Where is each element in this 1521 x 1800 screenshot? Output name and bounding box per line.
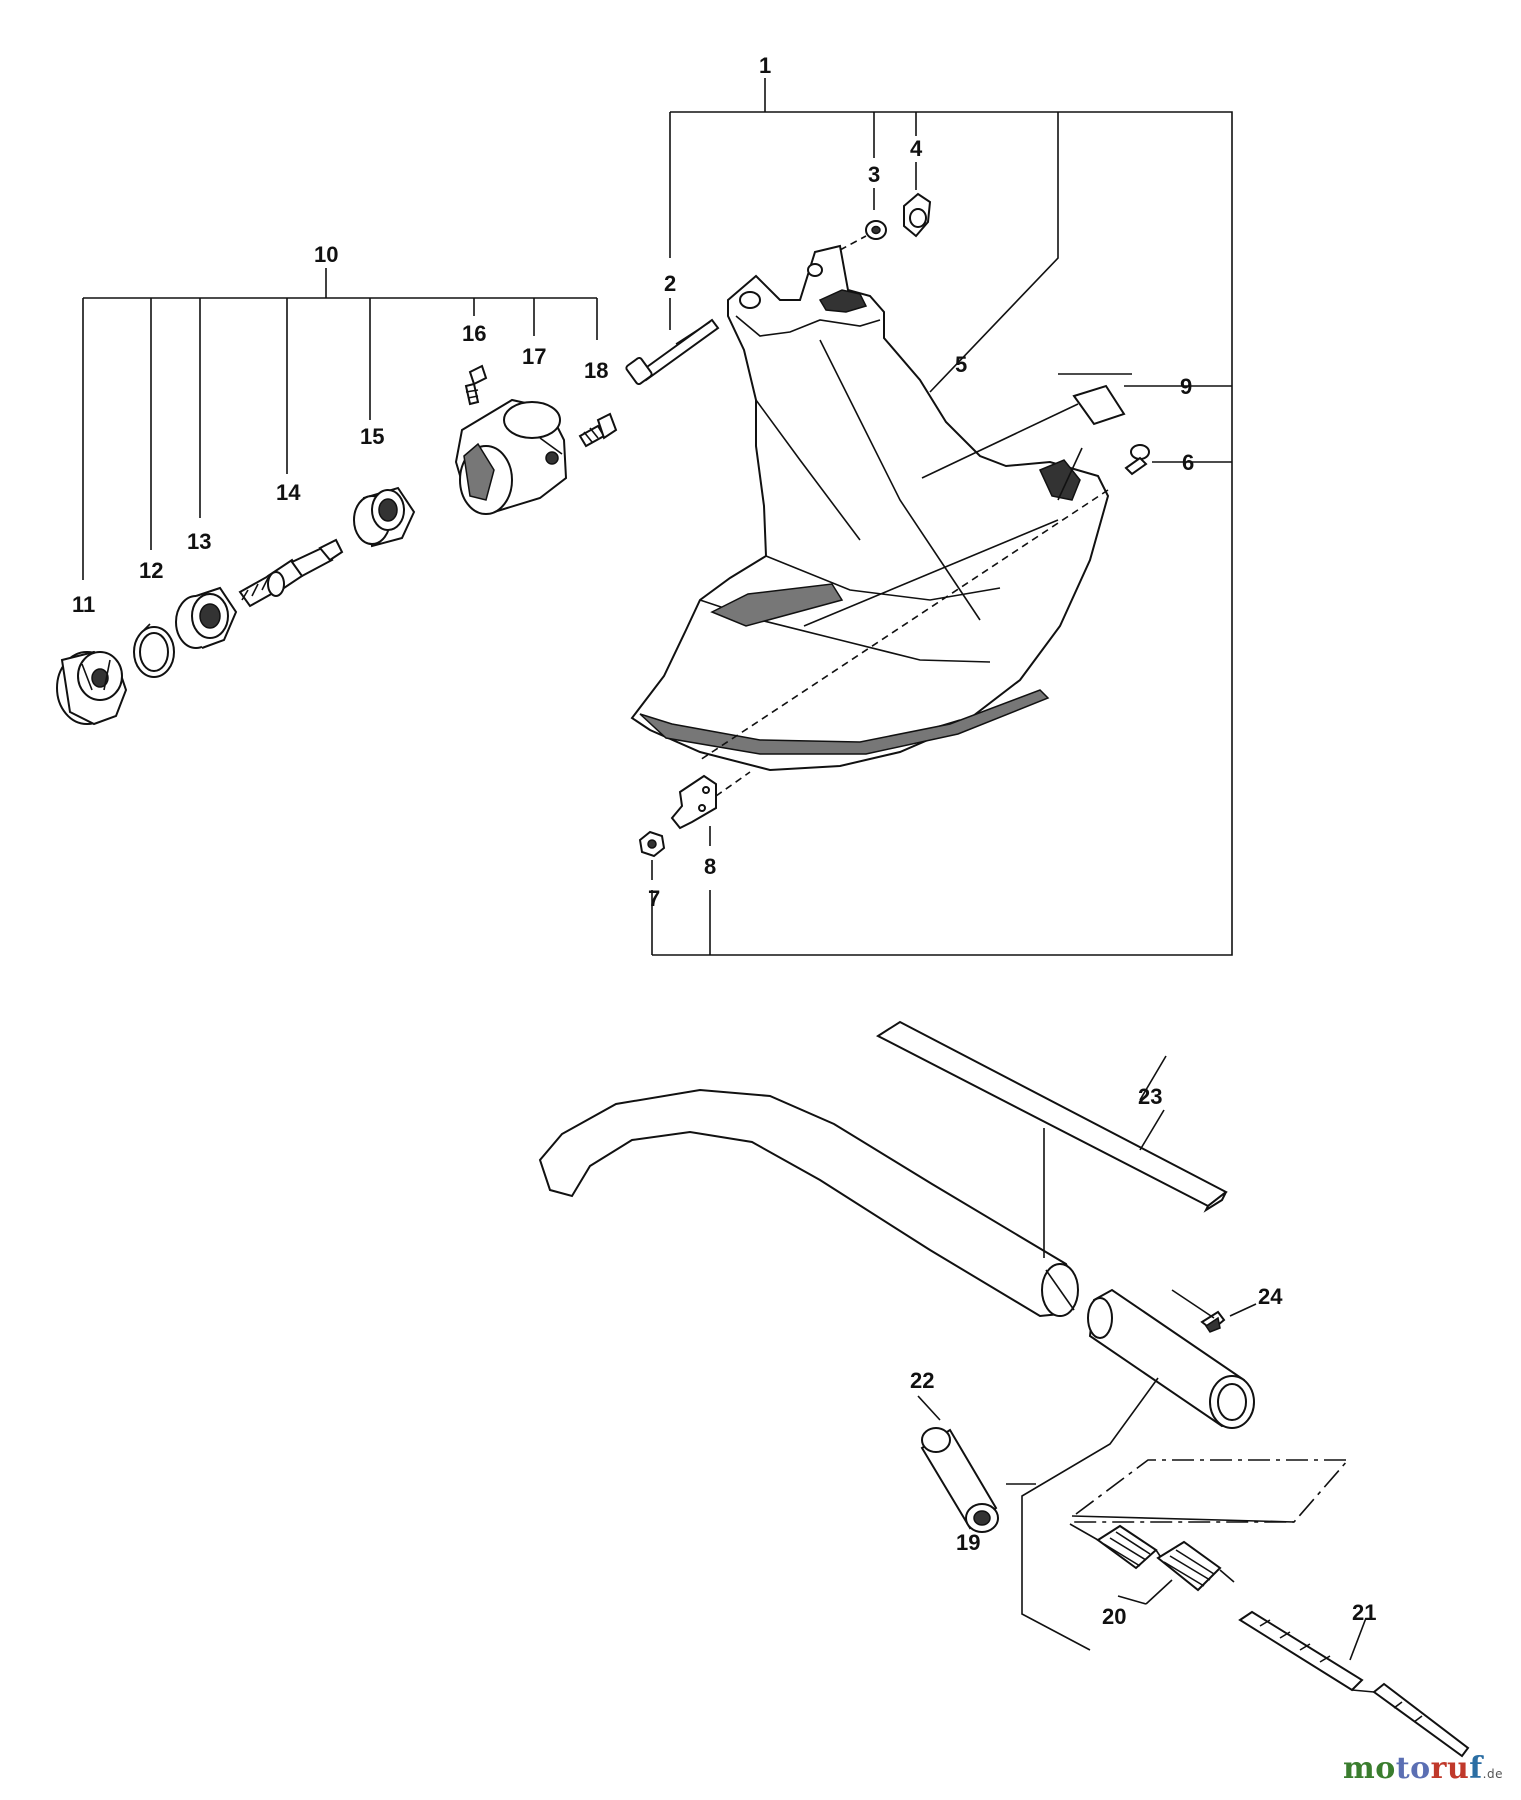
callout-2: 2 bbox=[664, 271, 676, 296]
callout-16: 16 bbox=[462, 321, 486, 346]
tube-part-23-sleeve bbox=[875, 1020, 1228, 1213]
dashed-group-box bbox=[1070, 1459, 1350, 1523]
cap-part-24 bbox=[1200, 1303, 1257, 1333]
callout-22: 22 bbox=[910, 1368, 934, 1393]
callout-23: 23 bbox=[1138, 1084, 1162, 1109]
drive-shaft-part-21 bbox=[1219, 1569, 1470, 1758]
bushing-part-22 bbox=[917, 1395, 999, 1533]
grass-shield bbox=[630, 244, 1110, 772]
callout-21: 21 bbox=[1352, 1600, 1376, 1625]
callout-9: 9 bbox=[1180, 374, 1192, 399]
callout-24: 24 bbox=[1258, 1284, 1283, 1309]
bearing-part-13 bbox=[175, 586, 238, 649]
gear-case-part-17 bbox=[454, 398, 568, 515]
pipe-part-19 bbox=[1006, 1288, 1255, 1651]
bolt-part-16 bbox=[464, 364, 488, 406]
washer-part-3 bbox=[839, 220, 887, 251]
sticker-part-9 bbox=[1072, 384, 1210, 426]
callout-7: 7 bbox=[648, 886, 660, 911]
snap-ring-part-12 bbox=[133, 623, 175, 678]
bolt-part-2 bbox=[625, 318, 720, 385]
cap-part-11 bbox=[56, 650, 128, 726]
nut-part-7 bbox=[638, 830, 666, 858]
callout-14: 14 bbox=[276, 480, 301, 505]
bracket-group-1 bbox=[651, 78, 1233, 956]
wing-nut-part-4 bbox=[903, 192, 932, 238]
callout-leaders bbox=[651, 162, 1215, 1605]
callout-1: 1 bbox=[759, 53, 771, 78]
screw-part-18 bbox=[578, 412, 618, 448]
callout-4: 4 bbox=[910, 136, 923, 161]
callout-6: 6 bbox=[1182, 450, 1194, 475]
drive-shaft-bushing-part-20 bbox=[1069, 1523, 1222, 1605]
bracket-group-10 bbox=[82, 268, 598, 580]
callout-17: 17 bbox=[522, 344, 546, 369]
bearing-part-15 bbox=[353, 486, 416, 548]
callouts: 1 2 3 4 5 6 7 8 9 10 11 12 13 14 15 16 1… bbox=[72, 53, 1376, 1629]
callout-15: 15 bbox=[360, 424, 384, 449]
handle-part bbox=[538, 1088, 1079, 1318]
callout-20: 20 bbox=[1102, 1604, 1126, 1629]
shaft-part-14 bbox=[238, 538, 344, 608]
callout-8: 8 bbox=[704, 854, 716, 879]
callout-13: 13 bbox=[187, 529, 211, 554]
callout-3: 3 bbox=[868, 162, 880, 187]
screw-part-6 bbox=[1124, 444, 1210, 476]
callout-12: 12 bbox=[139, 558, 163, 583]
callout-11: 11 bbox=[72, 592, 95, 617]
callout-18: 18 bbox=[584, 358, 608, 383]
callout-19: 19 bbox=[956, 1530, 980, 1555]
callout-5: 5 bbox=[955, 352, 967, 377]
watermark-logo: motoruf.de bbox=[1343, 1751, 1503, 1786]
callout-10: 10 bbox=[314, 242, 338, 267]
plate-part-8 bbox=[670, 771, 751, 830]
